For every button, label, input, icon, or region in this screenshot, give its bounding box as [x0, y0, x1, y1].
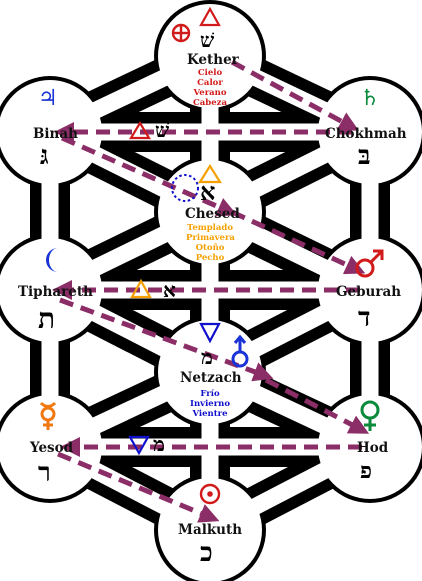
air-triangle-icon: [198, 163, 222, 184]
water-triangle-icon: [128, 435, 150, 456]
air-triangle-icon: [130, 278, 152, 299]
flow-arrow: [230, 59, 360, 131]
flow-arrow: [230, 209, 366, 275]
tiphareth-letter: ת: [38, 302, 56, 335]
chokhmah-label: Chokhmah: [325, 126, 407, 142]
malkuth-letter: כ: [200, 538, 213, 568]
netzach-quality: Invierno: [189, 399, 231, 409]
yesod-label: Yesod: [30, 440, 74, 456]
chesed-quality: Primavera: [186, 233, 235, 243]
jupiter-icon: ♃: [38, 86, 58, 111]
netzach-qualities: Frío Invierno Vientre: [186, 389, 234, 419]
saturn-icon: ♄: [360, 86, 380, 111]
dotted-circle-icon: [171, 174, 199, 202]
moon-icon: [46, 248, 58, 272]
flow-arrow: [57, 451, 220, 523]
kether-quality: Cielo: [197, 68, 223, 78]
sun-icon: [199, 483, 221, 505]
netzach-letter: מ: [201, 345, 213, 369]
flow-arrow: [60, 135, 238, 217]
venus-icon: [360, 400, 380, 431]
kether-quality: Calor: [197, 78, 223, 88]
chesed-quality: Templado: [186, 223, 234, 233]
binah-sephira: [0, 80, 102, 184]
fire-triangle-icon: [199, 6, 221, 27]
chesed-letter: א: [200, 177, 216, 206]
binah-letter: גּ: [40, 141, 49, 171]
kether-letter: שׁ: [200, 28, 215, 52]
chesed-quality: Pecho: [195, 253, 225, 263]
tiphareth-label: Tiphareth: [18, 284, 93, 300]
chesed-sephira: [158, 160, 262, 264]
fire-triangle-icon: [129, 120, 151, 140]
flow-arrow: [264, 377, 370, 434]
chesed-label: Chesed: [185, 206, 240, 222]
yesod-letter: ר: [38, 458, 51, 488]
mercury-icon: [39, 401, 57, 430]
kether-label: Kether: [187, 52, 239, 68]
flow-arrows: [52, 59, 370, 523]
hod-letter: פ: [360, 458, 372, 484]
kether-qualities: Cielo Calor Verano Cabeza: [190, 68, 230, 108]
uranus-icon: [231, 334, 249, 368]
chokhmah-letter: בּ: [358, 141, 371, 171]
netzach-label: Netzach: [180, 370, 242, 386]
water-path-letter: מ: [153, 432, 165, 456]
chokhmah-sephira: [318, 80, 422, 184]
chesed-quality: Otoño: [195, 243, 225, 253]
kether-sephira: [158, 4, 262, 108]
flow-arrow: [59, 297, 274, 382]
earth-icon: [171, 23, 191, 43]
kether-quality: Cabeza: [193, 98, 227, 108]
netzach-quality: Frío: [200, 389, 220, 399]
kether-quality: Verano: [193, 88, 227, 98]
fire-path-letter: שׁ: [155, 118, 170, 142]
water-triangle-icon: [199, 322, 221, 344]
binah-label: Binah: [33, 126, 78, 142]
symbols: [39, 6, 384, 505]
geburah-label: Geburah: [336, 284, 402, 300]
mars-icon: [355, 249, 384, 278]
netzach-quality: Vientre: [192, 409, 228, 419]
air-path-letter: א: [163, 278, 176, 302]
geburah-letter: ד: [358, 303, 371, 333]
yesod-sephira: [0, 395, 102, 499]
hod-label: Hod: [357, 440, 389, 456]
chesed-qualities: Templado Primavera Otoño Pecho: [186, 223, 235, 263]
malkuth-label: Malkuth: [178, 522, 243, 538]
tiphareth-sephira: [0, 238, 102, 342]
